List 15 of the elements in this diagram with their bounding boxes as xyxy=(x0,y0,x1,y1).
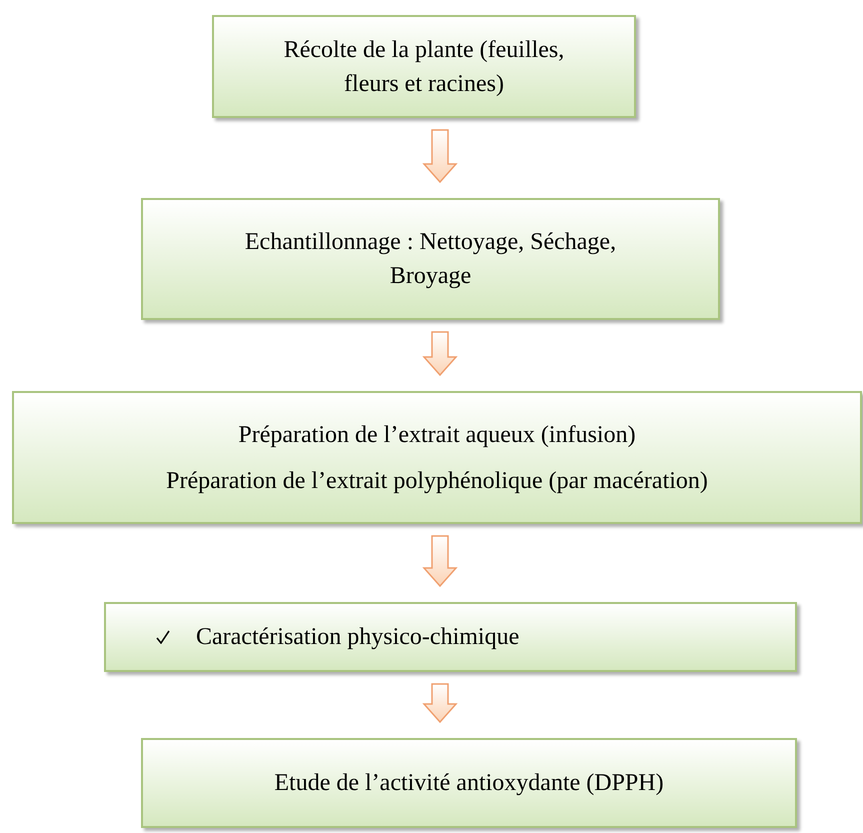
block-arrow xyxy=(422,683,458,724)
block-arrow xyxy=(422,129,458,184)
process-box xyxy=(141,198,720,320)
process-box xyxy=(141,738,797,828)
step-text: Etude de l’activité antioxydante (DPPH) xyxy=(274,769,664,798)
process-box xyxy=(104,602,797,672)
step-text: Préparation de l’extrait polyphénolique (par macération) xyxy=(166,466,708,496)
step-text: Caractérisation physico-chimique xyxy=(196,623,520,652)
process-box xyxy=(212,15,636,118)
block-arrow xyxy=(422,331,458,376)
step-text: Echantillonnage : Nettoyage, Séchage, Broyage xyxy=(244,228,618,291)
step-text: Préparation de l’extrait aqueux (infusion) xyxy=(238,420,636,450)
block-arrow xyxy=(422,535,458,588)
process-box xyxy=(12,391,862,524)
step-text: Récolte de la plante (feuilles, fleurs et racines) xyxy=(282,36,566,98)
